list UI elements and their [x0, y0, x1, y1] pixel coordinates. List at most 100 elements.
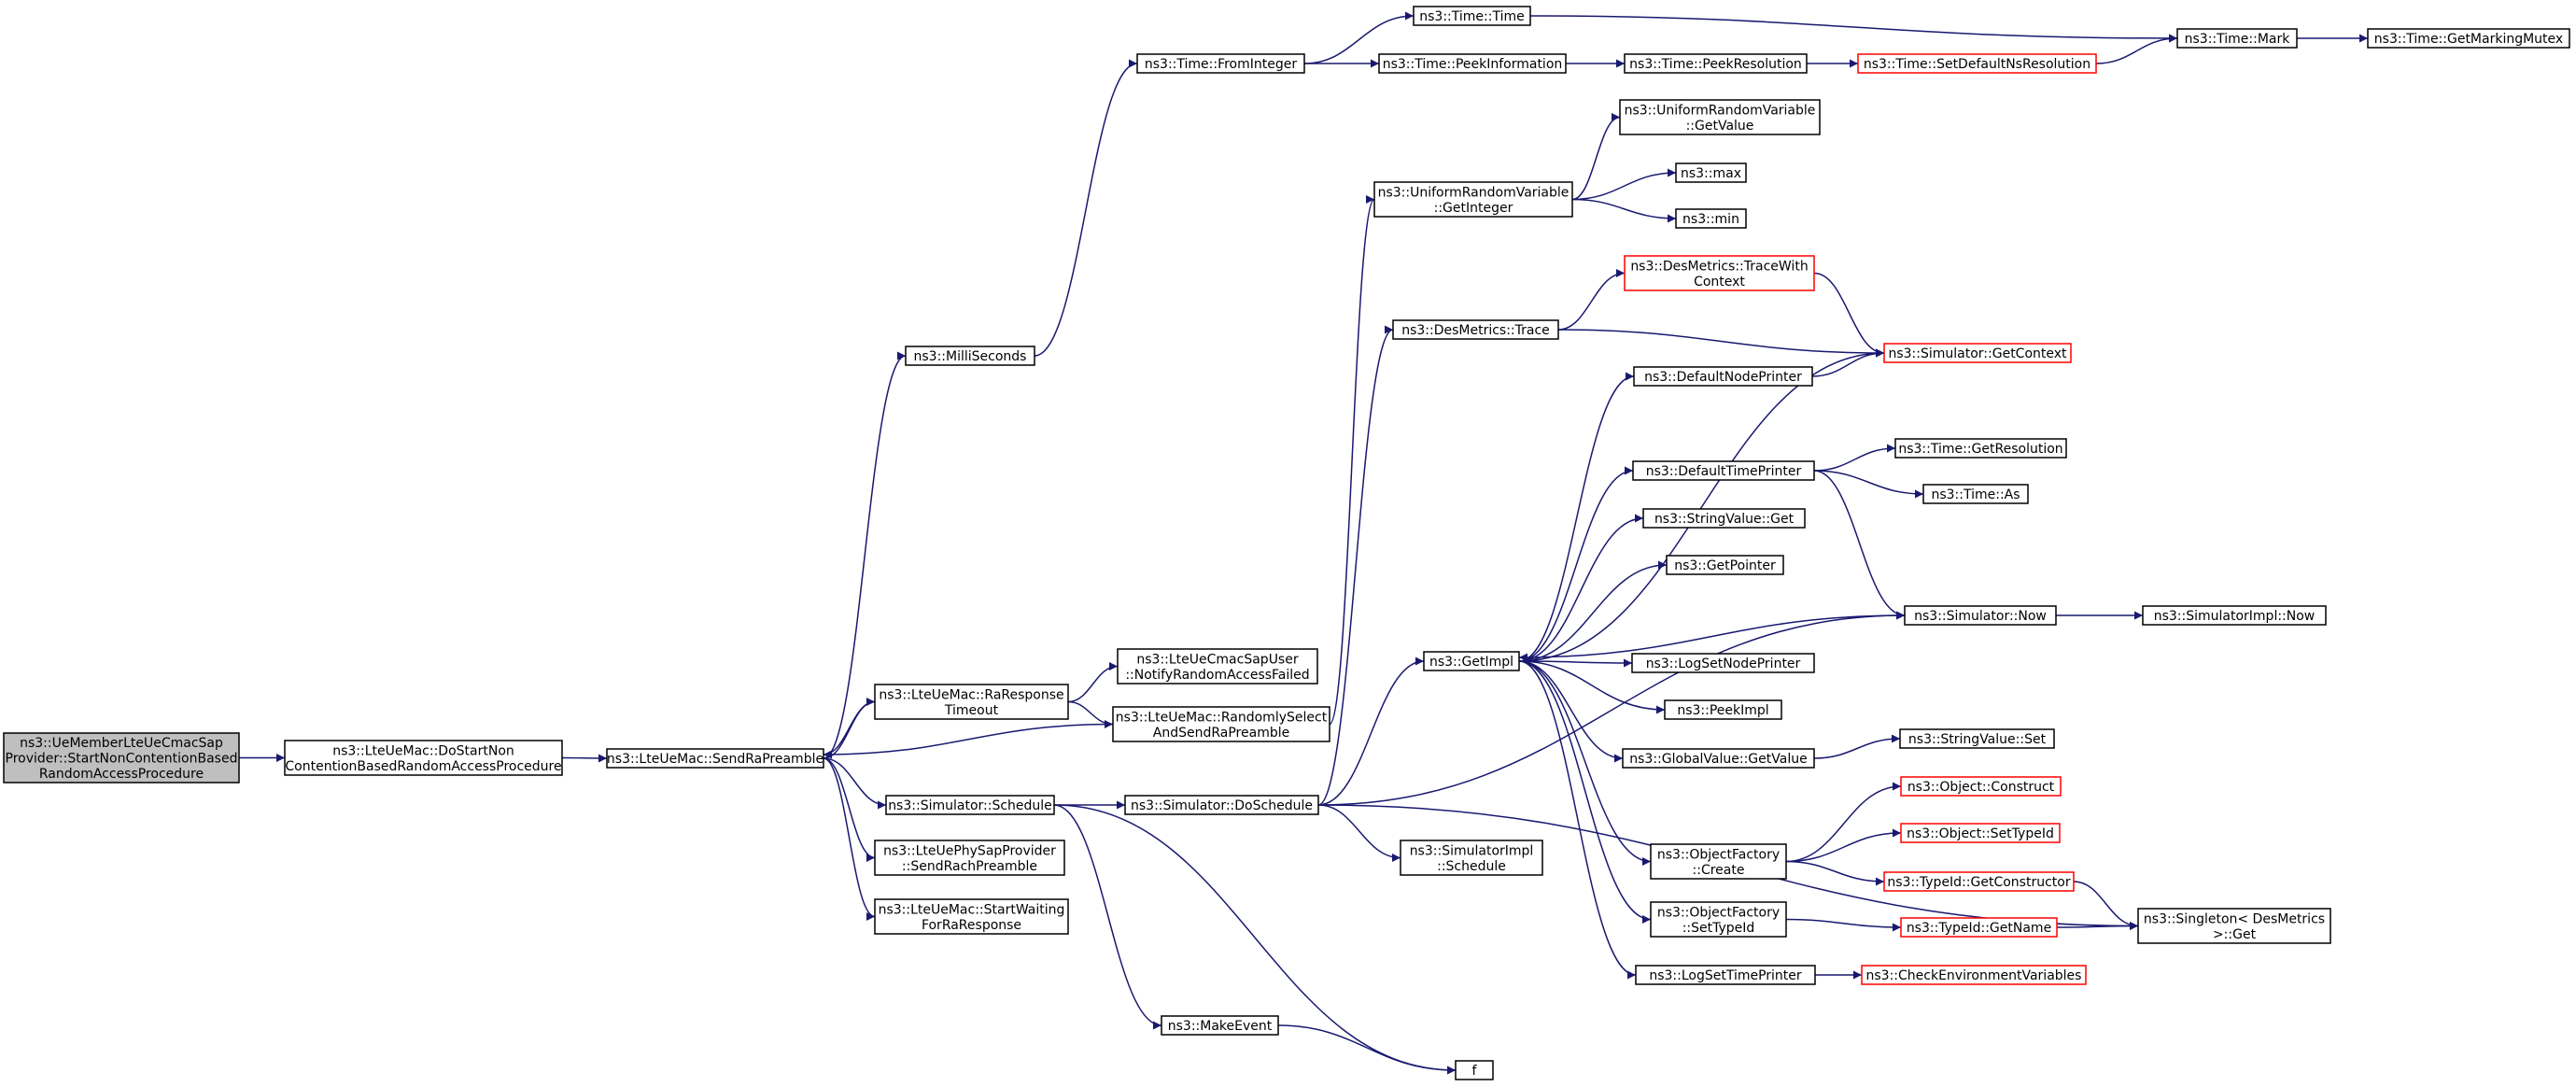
node-box[interactable]: [1883, 343, 2072, 363]
node-randSel[interactable]: ns3::LteUeMac::RandomlySelectAndSendRaPr…: [1112, 706, 1330, 742]
node-box[interactable]: [606, 748, 824, 769]
node-strSet[interactable]: ns3::StringValue::Set: [1899, 728, 2055, 749]
node-box[interactable]: [1894, 438, 2067, 459]
node-fromInt[interactable]: ns3::Time::FromInteger: [1136, 53, 1305, 74]
node-box[interactable]: [1861, 965, 2087, 985]
node-singleton[interactable]: ns3::Singleton< DesMetrics>::Get: [2137, 908, 2331, 944]
node-box[interactable]: [2367, 28, 2570, 49]
node-gvGet[interactable]: ns3::GlobalValue::GetValue: [1622, 748, 1815, 769]
node-box[interactable]: [1117, 648, 1318, 685]
node-box[interactable]: [1413, 6, 1531, 26]
node-box[interactable]: [1900, 776, 2062, 797]
node-getImpl[interactable]: ns3::GetImpl: [1423, 651, 1520, 671]
node-box[interactable]: [874, 684, 1069, 720]
node-box[interactable]: [1136, 53, 1305, 74]
node-mark[interactable]: ns3::Time::Mark: [2176, 28, 2298, 49]
node-checkEnv[interactable]: ns3::CheckEnvironmentVariables: [1861, 965, 2087, 985]
edge-getImpl-to-strGet: [1518, 514, 1644, 662]
node-strGet[interactable]: ns3::StringValue::Get: [1642, 508, 1806, 529]
node-min[interactable]: ns3::min: [1675, 208, 1747, 229]
node-sendRa[interactable]: ns3::LteUeMac::SendRaPreamble: [606, 748, 824, 769]
node-defTimePr[interactable]: ns3::DefaultTimePrinter: [1632, 460, 1815, 481]
node-implSched[interactable]: ns3::SimulatorImpl::Schedule: [1400, 840, 1543, 876]
node-timeTime[interactable]: ns3::Time::Time: [1413, 6, 1531, 26]
node-box[interactable]: [885, 795, 1055, 815]
node-timeAs[interactable]: ns3::Time::As: [1922, 484, 2029, 504]
node-box[interactable]: [1899, 728, 2055, 749]
node-sendRach[interactable]: ns3::LteUePhySapProvider::SendRachPreamb…: [874, 840, 1065, 876]
node-objConstruct[interactable]: ns3::Object::Construct: [1900, 776, 2062, 797]
node-getRes[interactable]: ns3::Time::GetResolution: [1894, 438, 2067, 459]
node-box[interactable]: [284, 740, 563, 776]
node-getCtx[interactable]: ns3::Simulator::GetContext: [1883, 343, 2072, 363]
node-box[interactable]: [1423, 651, 1520, 671]
node-simNow[interactable]: ns3::Simulator::Now: [1904, 605, 2057, 626]
node-peekRes[interactable]: ns3::Time::PeekResolution: [1624, 53, 1808, 74]
node-box[interactable]: [1664, 699, 1782, 720]
node-getPtr[interactable]: ns3::GetPointer: [1666, 555, 1784, 575]
node-tidGetCtor[interactable]: ns3::TypeId::GetConstructor: [1883, 871, 2075, 892]
node-box[interactable]: [1392, 319, 1559, 340]
node-box[interactable]: [1124, 795, 1319, 815]
node-box[interactable]: [1666, 555, 1784, 575]
node-f[interactable]: f: [1455, 1060, 1494, 1080]
node-label: Context: [1694, 275, 1745, 289]
node-ofSetTid[interactable]: ns3::ObjectFactory::SetTypeId: [1650, 901, 1787, 938]
node-box[interactable]: [905, 346, 1035, 366]
node-ofCreate[interactable]: ns3::ObjectFactory::Create: [1650, 843, 1787, 880]
node-box[interactable]: [1675, 208, 1747, 229]
node-box[interactable]: [874, 898, 1069, 935]
node-box[interactable]: [1650, 901, 1787, 938]
node-box[interactable]: [1883, 871, 2075, 892]
node-defNodePr[interactable]: ns3::DefaultNodePrinter: [1633, 366, 1813, 387]
node-box[interactable]: [1373, 181, 1573, 218]
node-box[interactable]: [1900, 917, 2058, 938]
node-box[interactable]: [1161, 1015, 1279, 1036]
node-box[interactable]: [1642, 508, 1806, 529]
node-setDefRes[interactable]: ns3::Time::SetDefaultNsResolution: [1857, 53, 2097, 74]
node-box[interactable]: [2176, 28, 2298, 49]
node-simImplNow[interactable]: ns3::SimulatorImpl::Now: [2142, 605, 2327, 626]
node-tidGetName[interactable]: ns3::TypeId::GetName: [1900, 917, 2058, 938]
node-simSched[interactable]: ns3::Simulator::Schedule: [885, 795, 1055, 815]
node-notifyFailed[interactable]: ns3::LteUeCmacSapUser::NotifyRandomAcces…: [1117, 648, 1318, 685]
node-doStart[interactable]: ns3::LteUeMac::DoStartNonContentionBased…: [284, 740, 563, 776]
node-simDoSched[interactable]: ns3::Simulator::DoSchedule: [1124, 795, 1319, 815]
node-box[interactable]: [1112, 706, 1330, 742]
node-box[interactable]: [1922, 484, 2029, 504]
node-box[interactable]: [1619, 99, 1821, 135]
node-box[interactable]: [1904, 605, 2057, 626]
node-box[interactable]: [1622, 748, 1815, 769]
node-box[interactable]: [1857, 53, 2097, 74]
node-box[interactable]: [1624, 255, 1815, 291]
node-box[interactable]: [1635, 965, 1816, 985]
node-milli[interactable]: ns3::MilliSeconds: [905, 346, 1035, 366]
node-box[interactable]: [1633, 366, 1813, 387]
node-box[interactable]: [1632, 460, 1815, 481]
node-getMutex[interactable]: ns3::Time::GetMarkingMutex: [2367, 28, 2570, 49]
node-urvGetVal[interactable]: ns3::UniformRandomVariable::GetValue: [1619, 99, 1821, 135]
node-box[interactable]: [2142, 605, 2327, 626]
node-urvGetInt[interactable]: ns3::UniformRandomVariable::GetInteger: [1373, 181, 1573, 218]
node-logSetTime[interactable]: ns3::LogSetTimePrinter: [1635, 965, 1816, 985]
node-dmTrace[interactable]: ns3::DesMetrics::Trace: [1392, 319, 1559, 340]
node-box[interactable]: [1624, 53, 1808, 74]
node-box[interactable]: [1631, 653, 1815, 673]
node-box[interactable]: [874, 840, 1065, 876]
node-box[interactable]: [1675, 162, 1747, 183]
node-box[interactable]: [2137, 908, 2331, 944]
node-logSetNode[interactable]: ns3::LogSetNodePrinter: [1631, 653, 1815, 673]
node-box[interactable]: [1455, 1060, 1494, 1080]
node-box[interactable]: [1378, 53, 1567, 74]
node-box[interactable]: [1900, 823, 2061, 843]
node-box[interactable]: [1650, 843, 1787, 880]
node-max[interactable]: ns3::max: [1675, 162, 1747, 183]
node-peekImpl[interactable]: ns3::PeekImpl: [1664, 699, 1782, 720]
node-box[interactable]: [1400, 840, 1543, 876]
node-peekInfo[interactable]: ns3::Time::PeekInformation: [1378, 53, 1567, 74]
node-objSetTid[interactable]: ns3::Object::SetTypeId: [1900, 823, 2061, 843]
node-makeEvent[interactable]: ns3::MakeEvent: [1161, 1015, 1279, 1036]
